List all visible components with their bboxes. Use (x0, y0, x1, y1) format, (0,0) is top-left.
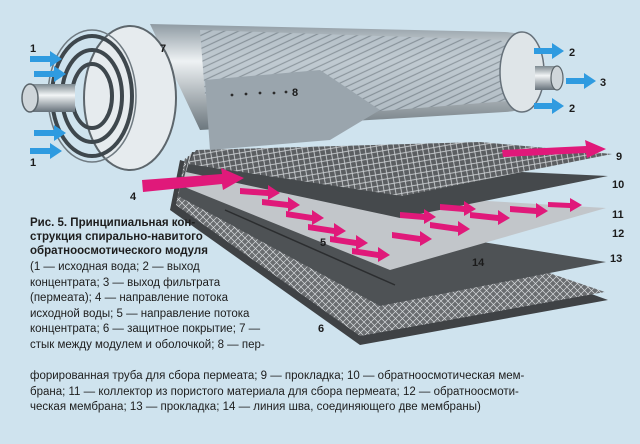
label-2-top: 2 (569, 47, 575, 59)
label-13: 13 (610, 253, 622, 265)
caption-title-line: обратноосмотического модуля (30, 245, 208, 257)
caption-title-line: струкция спирально-навитого (30, 231, 203, 243)
label-12: 12 (612, 228, 624, 240)
label-14: 14 (472, 257, 485, 269)
outlet-arrows (534, 43, 596, 114)
label-4: 4 (130, 191, 137, 203)
caption-wide-line: форированная труба для сбора пермеата; 9… (30, 370, 525, 382)
label-7: 7 (160, 43, 166, 55)
figure-caption-body: (1 — исходная вода; 2 — выход концентрат… (30, 260, 330, 353)
label-2-bottom: 2 (569, 103, 575, 115)
label-11: 11 (612, 209, 624, 221)
caption-body-line: (пермеата); 4 — направление потока (30, 292, 228, 304)
label-8: 8 (292, 87, 298, 99)
caption-body-line: концентрата; 3 — выход фильтрата (30, 276, 221, 289)
caption-body-line: концентрата; 6 — защитное покрытие; 7 — (30, 323, 261, 335)
caption-wide-line: ческая мембрана; 13 — прокладка; 14 — ли… (30, 401, 481, 413)
label-10: 10 (612, 179, 624, 191)
label-3: 3 (600, 77, 606, 89)
figure-caption-continuation: форированная труба для сбора пермеата; 9… (30, 369, 634, 416)
flow-arrows (142, 140, 606, 262)
feed-water-arrows (30, 51, 66, 159)
caption-wide-line: брана; 11 — коллектор из пористого матер… (30, 385, 519, 398)
label-1-top: 1 (30, 43, 36, 55)
perforation-dots (230, 90, 288, 97)
inner-sheet (205, 70, 380, 150)
label-1-bottom: 1 (30, 157, 36, 169)
figure-caption-title: Рис. 5. Принципиальная кон- струкция спи… (30, 216, 230, 258)
seam-line-14 (224, 209, 396, 286)
right-pipe-end (550, 65, 564, 91)
caption-body-line: стык между модулем и оболочкой; 8 — пер- (30, 338, 265, 351)
caption-title-line: Рис. 5. Принципиальная кон- (30, 217, 196, 229)
wrap-texture (200, 30, 525, 115)
label-6: 6 (318, 323, 324, 335)
label-5: 5 (320, 237, 326, 249)
caption-body-line: (1 — исходная вода; 2 — выход (30, 261, 200, 273)
left-pipe-end (21, 83, 39, 113)
label-9: 9 (616, 151, 622, 163)
caption-body-line: исходной воды; 5 — направление потока (30, 307, 250, 320)
